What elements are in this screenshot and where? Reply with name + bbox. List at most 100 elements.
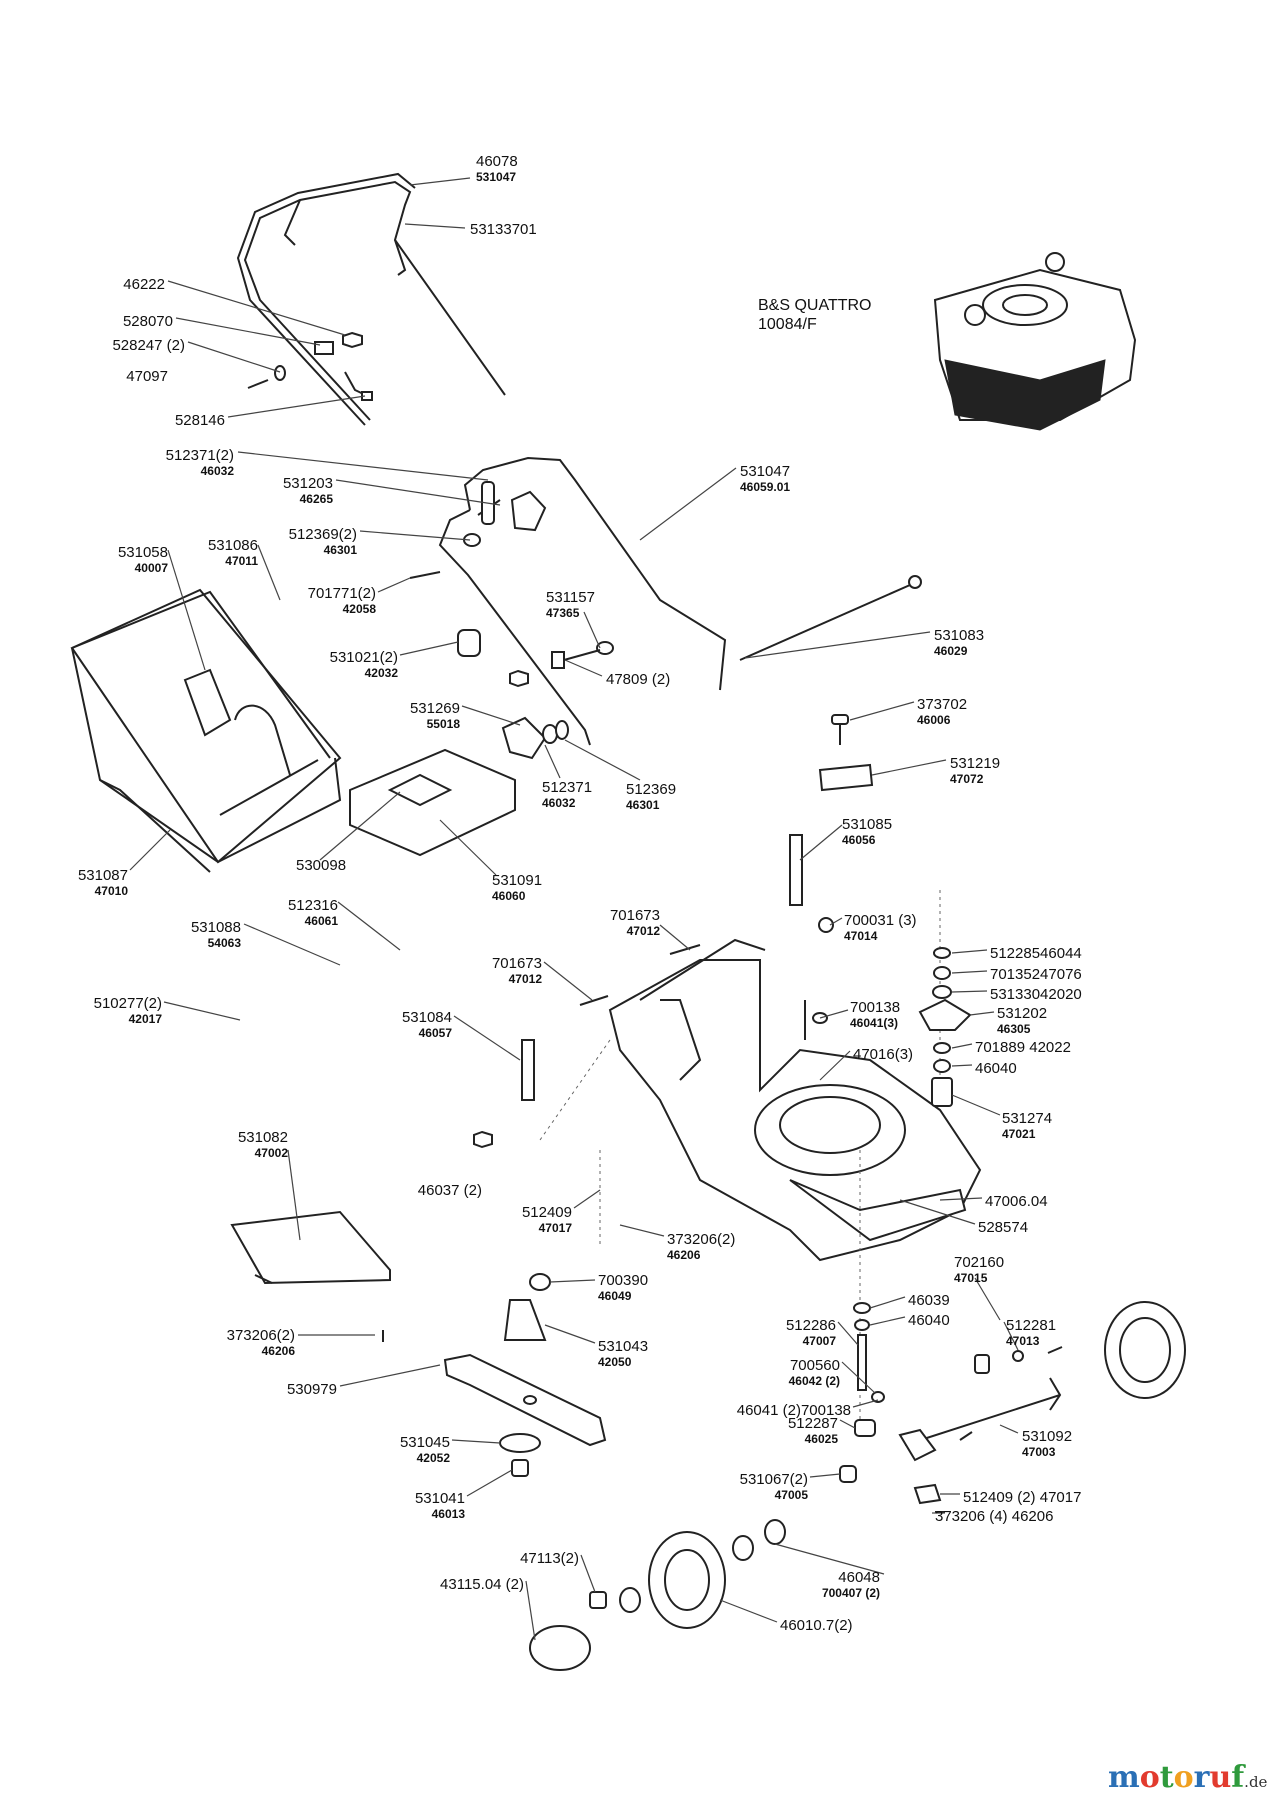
leader-lines: [129, 177, 1019, 1641]
part-label-line: 512369(2): [288, 526, 357, 543]
part-label-line: 47809 (2): [606, 671, 671, 688]
part-label-p512369a: 512369(2)46301: [289, 527, 357, 556]
part-label-line: 701673: [491, 955, 542, 972]
part-label-line: 46206: [261, 1344, 295, 1358]
part-label-line: 528146: [174, 412, 225, 429]
part-label-line: 47002: [254, 1146, 288, 1160]
blade-assembly-drawing: [382, 1273, 607, 1477]
part-label-p701352: 70135247076: [990, 967, 1082, 982]
part-label-line: 47021: [1002, 1127, 1036, 1141]
part-label-p47097: 47097: [126, 369, 168, 384]
part-label-line: 531082: [237, 1129, 288, 1146]
part-label-line: 528070: [122, 313, 173, 330]
part-label-line: 531047: [740, 463, 791, 480]
part-label-line: 47006.04: [985, 1193, 1048, 1210]
part-label-p528070: 528070: [123, 314, 173, 329]
part-label-line: 531067(2): [739, 1471, 808, 1488]
part-label-line: 46060: [492, 889, 526, 903]
part-label-line: 701673: [609, 907, 660, 924]
part-label-line: 512409 (2) 47017: [963, 1489, 1082, 1506]
part-label-line: 46305: [997, 1022, 1031, 1036]
part-label-line: 46056: [842, 833, 876, 847]
part-label-line: 53133701: [470, 221, 537, 238]
part-label-line: 46013: [431, 1507, 465, 1521]
part-label-line: 46041 (2)700138: [736, 1402, 851, 1419]
part-label-line: 531274: [1002, 1110, 1053, 1127]
part-label-line: 43115.04 (2): [440, 1576, 524, 1593]
part-label-line: 512281: [1006, 1317, 1057, 1334]
part-label-line: 47097: [126, 368, 168, 385]
rod-drawing: [739, 575, 922, 661]
part-label-line: 46032: [200, 464, 234, 478]
part-label-line: 46029: [934, 644, 968, 658]
part-label-line: 512316: [287, 897, 338, 914]
part-label-line: 46301: [323, 543, 357, 557]
part-label-line: 47003: [1022, 1445, 1056, 1459]
part-label-line: 47011: [225, 554, 258, 568]
part-label-line: 512286: [785, 1317, 836, 1334]
part-label-line: 528247 (2): [112, 337, 185, 354]
part-label-p530979: 530979: [287, 1382, 337, 1397]
logo-letter: o: [1173, 1760, 1194, 1795]
part-label-p701889: 701889 42022: [975, 1040, 1071, 1055]
part-label-line: 512369: [626, 781, 677, 798]
deflector-plate-drawing: [230, 1210, 391, 1285]
part-label-line: 531045: [399, 1434, 450, 1451]
part-label-line: 46206: [667, 1248, 701, 1262]
motoruf-logo: motoruf.de: [1108, 1760, 1267, 1795]
upper-handle-drawing: [236, 172, 506, 426]
part-label-p46040a: 46040: [975, 1061, 1017, 1076]
part-label-p46039: 46039: [908, 1293, 950, 1308]
part-label-line: 701771(2): [307, 585, 376, 602]
part-label-p47113: 47113(2): [520, 1551, 579, 1566]
part-label-line: 531086: [207, 537, 258, 554]
part-label-line: 531088: [190, 919, 241, 936]
part-label-line: 530979: [286, 1381, 337, 1398]
part-label-p531330: 53133042020: [990, 987, 1082, 1002]
part-label-line: 47010: [94, 884, 128, 898]
part-label-line: 51228546044: [990, 945, 1082, 962]
part-label-line: 528574: [978, 1219, 1029, 1236]
part-label-line: 47365: [546, 606, 580, 620]
part-label-line: 700031 (3): [844, 912, 917, 929]
part-label-line: 46041(3): [850, 1016, 899, 1030]
part-label-line: 46037 (2): [417, 1182, 482, 1199]
part-label-line: 510277(2): [93, 995, 162, 1012]
part-label-line: 531087: [77, 867, 128, 884]
part-label-line: 700138: [850, 999, 901, 1016]
part-label-line: 70135247076: [990, 966, 1082, 983]
part-label-line: 373702: [917, 696, 968, 713]
part-label-line: 46042 (2): [788, 1374, 840, 1388]
part-label-p47016: 47016(3): [853, 1047, 913, 1062]
logo-letter: u: [1209, 1760, 1232, 1795]
part-label-line: 46049: [598, 1289, 632, 1303]
part-label-p528146: 528146: [175, 413, 225, 428]
part-label-line: 47007: [802, 1334, 836, 1348]
part-label-line: 531084: [401, 1009, 452, 1026]
engine-drawing: [933, 252, 1137, 431]
part-label-line: 530098: [296, 857, 347, 874]
part-label-line: 531083: [934, 627, 985, 644]
part-label-line: 531157: [546, 589, 595, 606]
part-label-line: 47017: [538, 1221, 572, 1235]
part-label-line: 46010.7(2): [780, 1617, 853, 1634]
part-label-p47809: 47809 (2): [606, 672, 670, 687]
part-label-line: 531043: [598, 1338, 649, 1355]
part-label-p528574: 528574: [978, 1220, 1028, 1235]
cover-plate-drawing: [349, 748, 516, 857]
part-label-p512409b: 512409 (2) 47017: [963, 1490, 1081, 1505]
